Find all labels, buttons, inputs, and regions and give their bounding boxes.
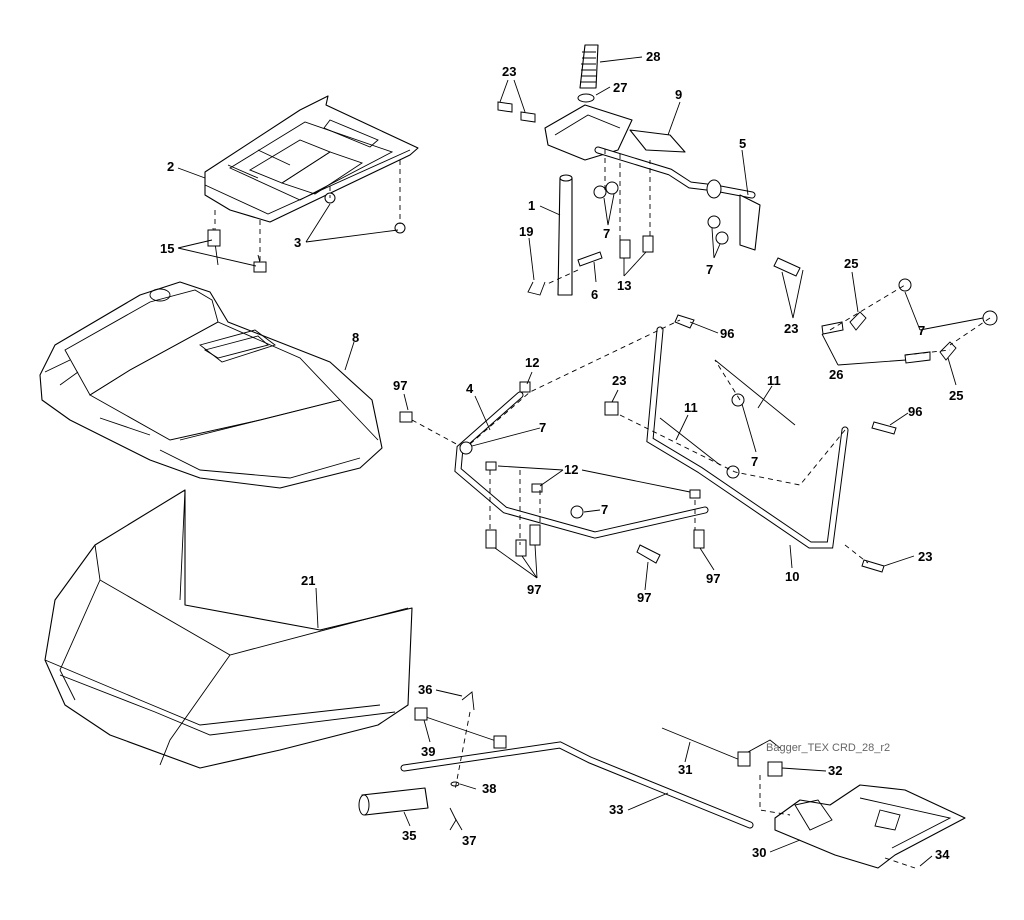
part-hood <box>39 281 383 489</box>
part-rod-31 <box>661 727 746 763</box>
part-grip-35 <box>358 787 429 816</box>
hardware <box>207 101 998 573</box>
part-rods-11 <box>659 359 796 466</box>
callout-6: 6 <box>591 287 598 302</box>
callout-12-b: 12 <box>564 462 578 477</box>
part-lever-36 <box>461 691 475 711</box>
callout-97-d: 97 <box>637 590 651 605</box>
callout-8: 8 <box>352 330 359 345</box>
callout-23-top: 23 <box>502 64 516 79</box>
callout-30: 30 <box>752 845 766 860</box>
callout-35: 35 <box>402 828 416 843</box>
callout-23-b: 23 <box>784 321 798 336</box>
part-lever-33 <box>400 741 754 829</box>
callout-37: 37 <box>462 833 476 848</box>
callout-38: 38 <box>482 781 496 796</box>
callout-11-a: 11 <box>767 373 781 388</box>
part-spring-32 <box>737 739 783 777</box>
part-frame-10 <box>646 326 849 549</box>
part-plate-30 <box>774 784 966 869</box>
callout-25-b: 25 <box>949 388 963 403</box>
callout-7-a: 7 <box>603 226 610 241</box>
part-frame-4 <box>454 391 709 539</box>
callout-4: 4 <box>466 381 474 396</box>
part-handle-bracket <box>544 104 761 251</box>
callout-21: 21 <box>301 573 315 588</box>
callout-39: 39 <box>421 744 435 759</box>
callout-7-b: 7 <box>706 262 713 277</box>
callout-34: 34 <box>935 847 950 862</box>
callout-5: 5 <box>739 136 746 151</box>
callout-97-b: 97 <box>527 582 541 597</box>
callout-19: 19 <box>519 224 533 239</box>
part-grip-28 <box>577 44 599 103</box>
callout-97-a: 97 <box>393 378 407 393</box>
callout-10: 10 <box>785 569 799 584</box>
callout-23-d: 23 <box>918 549 932 564</box>
callout-27: 27 <box>613 80 627 95</box>
callout-36: 36 <box>418 682 432 697</box>
callout-12-a: 12 <box>525 355 539 370</box>
leader-lines <box>177 56 984 867</box>
callout-13: 13 <box>617 278 631 293</box>
drawing-reference-code: Bagger_TEX CRD_28_r2 <box>766 742 890 754</box>
callout-96-b: 96 <box>908 404 922 419</box>
callout-3: 3 <box>294 235 301 250</box>
callout-7-e: 7 <box>751 454 758 469</box>
part-rod-39 <box>414 707 507 749</box>
callout-26: 26 <box>829 367 843 382</box>
callout-11-b: 11 <box>684 400 698 415</box>
callout-32: 32 <box>828 763 842 778</box>
callout-9: 9 <box>675 87 682 102</box>
callout-31: 31 <box>678 762 692 777</box>
callout-97-c: 97 <box>706 571 720 586</box>
callout-23-c: 23 <box>612 373 626 388</box>
callout-7-d: 7 <box>539 420 546 435</box>
callout-96-a: 96 <box>720 326 734 341</box>
callout-7-f: 7 <box>601 502 608 517</box>
callout-33: 33 <box>609 802 623 817</box>
part-top-cover <box>204 95 419 223</box>
callout-1: 1 <box>528 198 535 213</box>
part-collector-bag <box>44 489 413 769</box>
callout-7-c: 7 <box>918 323 925 338</box>
callout-28: 28 <box>646 49 660 64</box>
assembly-lines <box>214 145 991 869</box>
callout-15: 15 <box>160 241 174 256</box>
callout-labels: 28 23 27 9 5 2 1 7 19 15 3 6 13 7 23 25 … <box>160 49 963 862</box>
callout-2: 2 <box>167 159 174 174</box>
callout-25-a: 25 <box>844 256 858 271</box>
part-post-1 <box>557 174 573 296</box>
